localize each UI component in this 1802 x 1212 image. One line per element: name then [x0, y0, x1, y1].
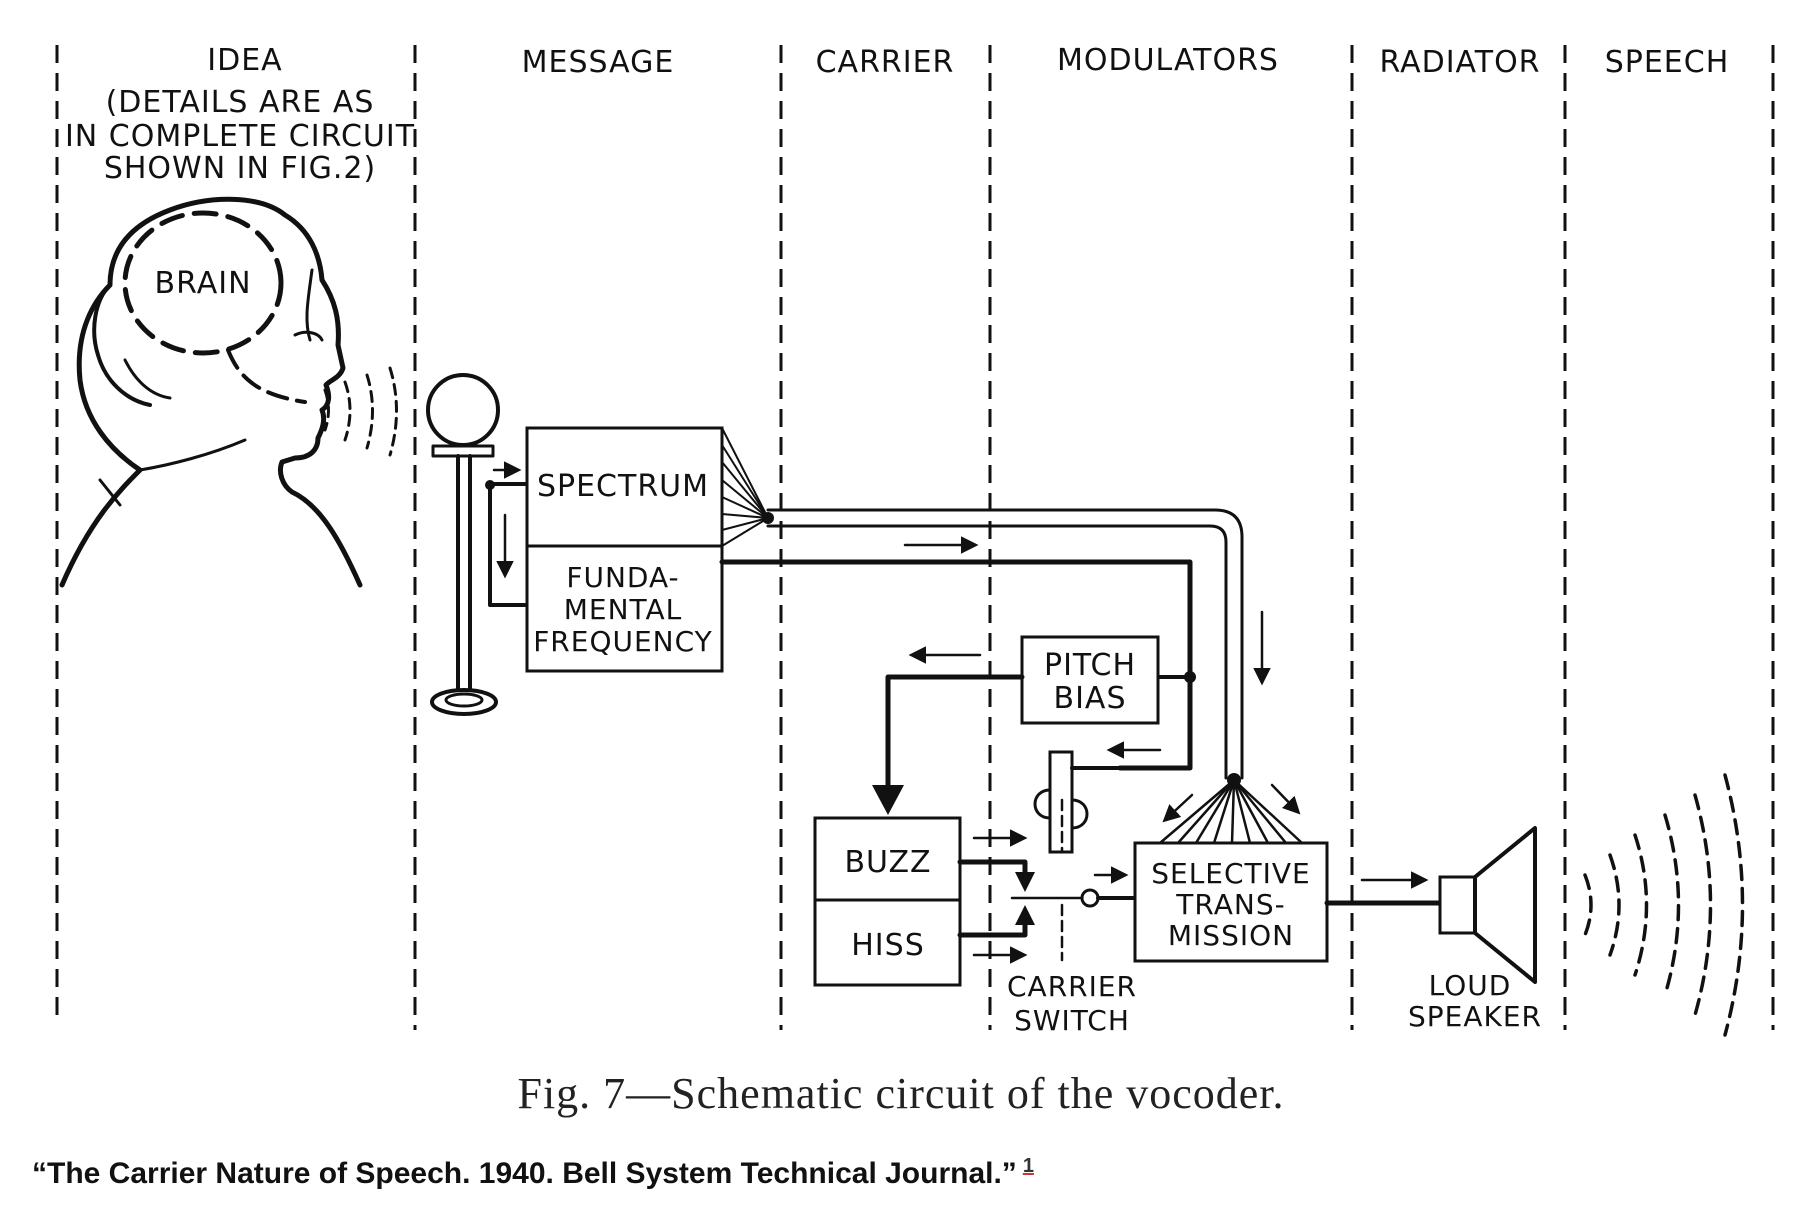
brain-to-mouth-link	[226, 348, 307, 404]
pitch-bias-label-2: BIAS	[1054, 681, 1127, 716]
speech-sound-waves	[1583, 773, 1745, 1037]
fundamental-frequency-box	[525, 544, 724, 673]
vocoder-schematic: IDEA (DETAILS ARE AS IN COMPLETE CIRCUIT…	[55, 43, 1775, 1037]
hiss-label: HISS	[851, 928, 925, 963]
spectrum-box	[525, 426, 724, 548]
fundamental-label-2: MENTAL	[564, 593, 682, 626]
column-header-speech: SPEECH	[1605, 45, 1730, 80]
mouth-sound-waves	[323, 366, 398, 457]
carrier-switch-label-1: CARRIER	[1007, 970, 1137, 1003]
spectrum-label: SPECTRUM	[537, 469, 709, 504]
column-header-radiator: RADIATOR	[1379, 45, 1540, 80]
selective-label-2: TRANS-	[1175, 888, 1285, 921]
column-header-idea: IDEA	[207, 43, 282, 78]
figure-caption: Fig. 7—Schematic circuit of the vocoder.	[517, 1069, 1285, 1118]
fundamental-label-3: FREQUENCY	[533, 625, 713, 658]
column-header-carrier: CARRIER	[816, 45, 955, 80]
spectrum-fan	[721, 427, 774, 547]
brain-label: BRAIN	[154, 266, 251, 301]
source-credit-text: “The Carrier Nature of Speech. 1940. Bel…	[32, 1157, 1017, 1190]
hiss-box	[813, 898, 962, 987]
buzz-label: BUZZ	[844, 845, 931, 880]
selective-label-3: MISSION	[1168, 919, 1294, 952]
footnote-link[interactable]: 1	[1022, 1155, 1034, 1177]
carrier-switch	[957, 798, 1137, 964]
selective-label-1: SELECTIVE	[1151, 857, 1311, 890]
loudspeaker-label-2: SPEAKER	[1408, 1000, 1542, 1033]
fundamental-label-1: FUNDA-	[566, 561, 679, 594]
idea-note-line-2: IN COMPLETE CIRCUIT	[65, 119, 415, 154]
fundamental-line	[719, 559, 1196, 771]
idea-note-line-3: SHOWN IN FIG.2)	[104, 151, 376, 186]
modulator-fan	[1158, 773, 1304, 845]
output-line	[1324, 871, 1443, 906]
mic-connections	[485, 461, 529, 607]
loudspeaker-label-1: LOUD	[1429, 969, 1512, 1002]
head-silhouette	[59, 196, 363, 588]
loudspeaker-icon	[1438, 826, 1537, 984]
column-header-message: MESSAGE	[522, 45, 675, 80]
microphone	[426, 373, 500, 716]
pitch-to-buzz-line	[872, 646, 1025, 815]
source-credit: “The Carrier Nature of Speech. 1940. Bel…	[32, 1155, 1034, 1191]
column-dividers	[55, 45, 1775, 1030]
relay-coil	[1033, 750, 1122, 854]
pitch-bias-label-1: PITCH	[1044, 648, 1136, 683]
carrier-switch-label-2: SWITCH	[1014, 1004, 1130, 1037]
pitch-bias-box	[1020, 635, 1160, 725]
brain-outline	[122, 210, 284, 356]
spectrum-channel-bundle	[766, 508, 1271, 780]
idea-note-line-1: (DETAILS ARE AS	[106, 85, 375, 120]
column-header-modulators: MODULATORS	[1057, 43, 1279, 78]
selective-transmission-box	[1133, 841, 1329, 963]
